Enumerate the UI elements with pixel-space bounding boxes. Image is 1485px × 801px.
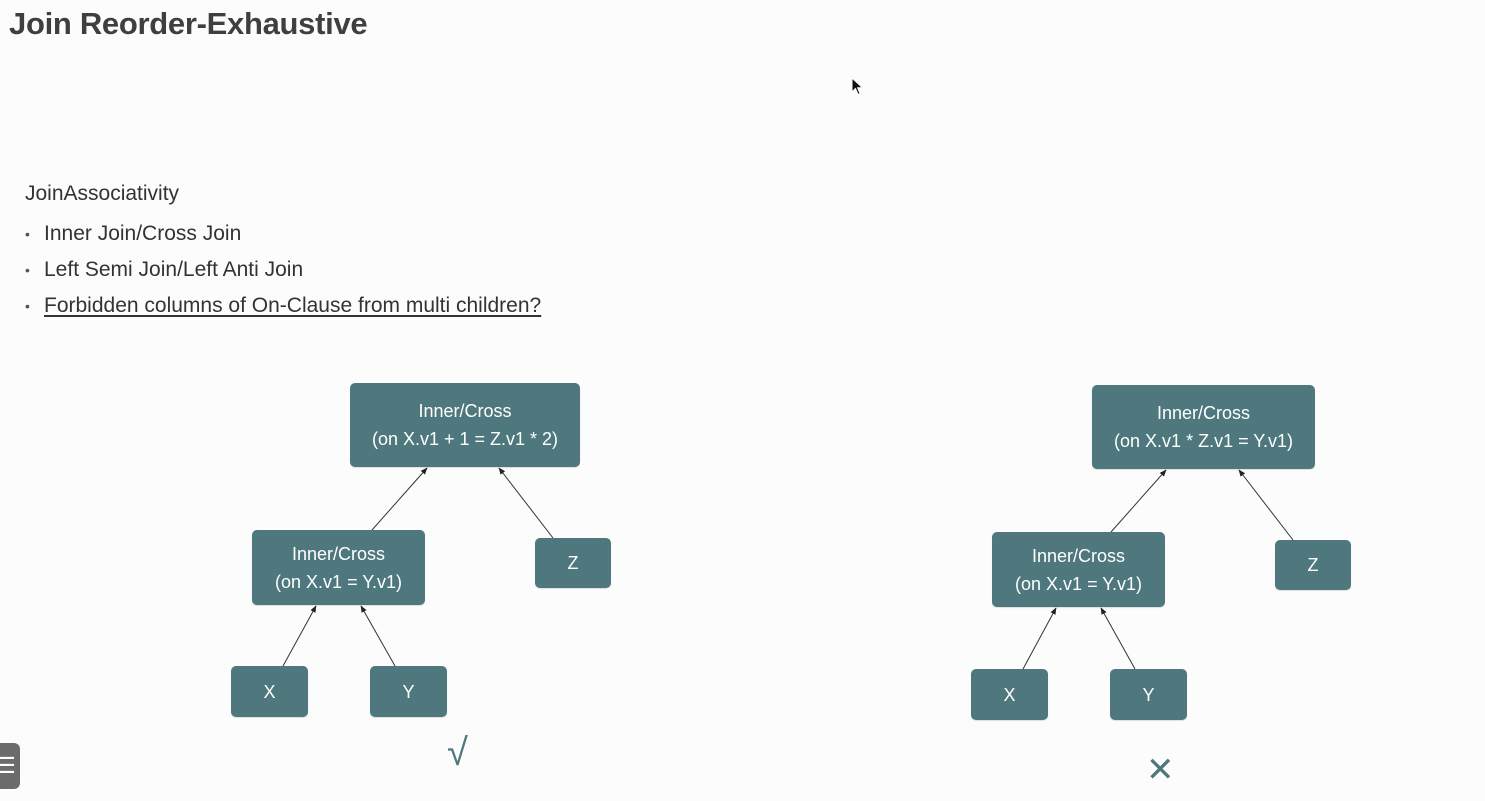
edge-right-x-to-mid bbox=[1022, 607, 1057, 670]
node-line2: (on X.v1 * Z.v1 = Y.v1) bbox=[1114, 431, 1293, 451]
node-line1: Inner/Cross bbox=[1031, 545, 1126, 566]
edge-right-z-to-top bbox=[1238, 469, 1294, 541]
right-leaf-z: Z bbox=[1275, 540, 1351, 590]
node-line1: Inner/Cross bbox=[1156, 403, 1251, 423]
left-leaf-x: X bbox=[231, 666, 308, 717]
edge-left-mid-to-top bbox=[371, 467, 428, 531]
bullet-item: • Inner Join/Cross Join bbox=[25, 216, 541, 252]
bullet-text-underlined: Forbidden columns of On-Clause from mult… bbox=[44, 294, 542, 317]
edge-right-mid-to-top bbox=[1110, 469, 1167, 533]
right-top-join-node: Inner/Cross (on X.v1 * Z.v1 = Y.v1) bbox=[1092, 385, 1315, 469]
edge-left-x-to-mid bbox=[282, 605, 317, 667]
bullet-text: Left Semi Join/Left Anti Join bbox=[44, 258, 304, 281]
bullet-dot-icon: • bbox=[25, 226, 30, 242]
node-line2: (on X.v1 + 1 = Z.v1 * 2) bbox=[371, 429, 559, 449]
section-label: JoinAssociativity bbox=[25, 182, 180, 205]
right-leaf-x: X bbox=[971, 669, 1048, 720]
node-line2: (on X.v1 = Y.v1) bbox=[275, 571, 402, 592]
cross-mark-icon: ✕ bbox=[1146, 751, 1175, 789]
left-leaf-z: Z bbox=[535, 538, 611, 588]
node-line1: Inner/Cross bbox=[291, 543, 386, 564]
mouse-pointer-icon bbox=[851, 77, 864, 96]
menu-icon[interactable]: ☰ bbox=[0, 743, 20, 789]
edge-right-y-to-mid bbox=[1100, 607, 1136, 670]
left-top-join-node: Inner/Cross (on X.v1 + 1 = Z.v1 * 2) bbox=[350, 383, 580, 467]
right-mid-join-node: Inner/Cross (on X.v1 = Y.v1) bbox=[992, 532, 1165, 607]
edge-left-z-to-top bbox=[498, 467, 554, 539]
left-mid-join-node: Inner/Cross (on X.v1 = Y.v1) bbox=[252, 530, 425, 605]
bullet-dot-icon: • bbox=[25, 298, 30, 314]
bullet-text: Inner Join/Cross Join bbox=[44, 222, 242, 245]
bullet-list: • Inner Join/Cross Join • Left Semi Join… bbox=[25, 216, 541, 324]
bullet-item: • Left Semi Join/Left Anti Join bbox=[25, 252, 541, 288]
right-leaf-y: Y bbox=[1110, 669, 1187, 720]
slide-title: Join Reorder-Exhaustive bbox=[9, 6, 368, 41]
node-line2: (on X.v1 = Y.v1) bbox=[1015, 573, 1142, 594]
bullet-dot-icon: • bbox=[25, 262, 30, 278]
check-mark-icon: √ bbox=[447, 732, 468, 774]
node-line1: Inner/Cross bbox=[418, 401, 512, 421]
edge-left-y-to-mid bbox=[360, 605, 396, 667]
bullet-item: • Forbidden columns of On-Clause from mu… bbox=[25, 288, 541, 324]
left-leaf-y: Y bbox=[370, 666, 447, 717]
